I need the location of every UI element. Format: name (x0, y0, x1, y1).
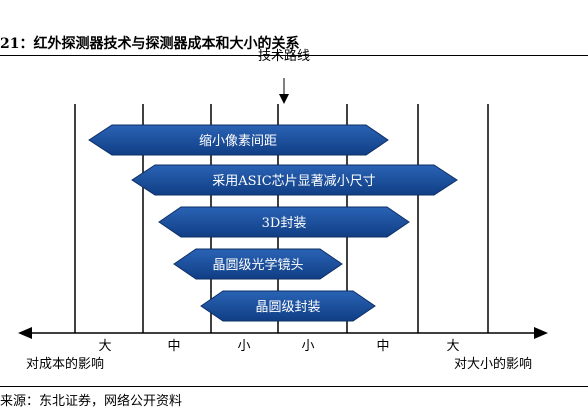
title-divider (0, 55, 588, 56)
source-note: 来源：东北证券，网络公开资料 (0, 394, 183, 409)
scale-tick-5: 中 (376, 339, 389, 354)
vertical-axis-arrowhead (279, 94, 289, 104)
scale-tick-3: 小 (237, 339, 250, 354)
left-arrowhead-icon (18, 327, 32, 339)
axis-label: 技术路线 (258, 48, 310, 64)
left-axis-label: 对成本的影响 (26, 356, 104, 372)
scale-tick-4: 小 (301, 339, 314, 354)
tech-arrow-3: 3D封装 (158, 206, 410, 238)
scale-tick-1: 大 (98, 339, 111, 354)
scale-tick-6: 大 (446, 339, 459, 354)
tech-label-4: 晶圆级光学镜头 (212, 257, 303, 273)
tech-label-3: 3D封装 (262, 216, 307, 231)
tech-label-5: 晶圆级封装 (255, 300, 320, 315)
tech-arrow-2: 采用ASIC芯片显著减小尺寸 (131, 164, 458, 196)
source-divider (0, 386, 588, 387)
tech-label-2: 采用ASIC芯片显著减小尺寸 (212, 174, 375, 189)
right-arrowhead-icon (534, 327, 548, 339)
tech-arrow-5: 晶圆级封装 (200, 290, 376, 322)
tech-arrow-1: 缩小像素间距 (88, 124, 389, 156)
right-axis-label: 对大小的影响 (454, 356, 532, 372)
tech-arrow-4: 晶圆级光学镜头 (173, 248, 343, 280)
scale-tick-2: 中 (167, 339, 180, 354)
tech-label-1: 缩小像素间距 (199, 133, 277, 149)
figure-title: 21：红外探测器技术与探测器成本和大小的关系 (0, 36, 300, 52)
